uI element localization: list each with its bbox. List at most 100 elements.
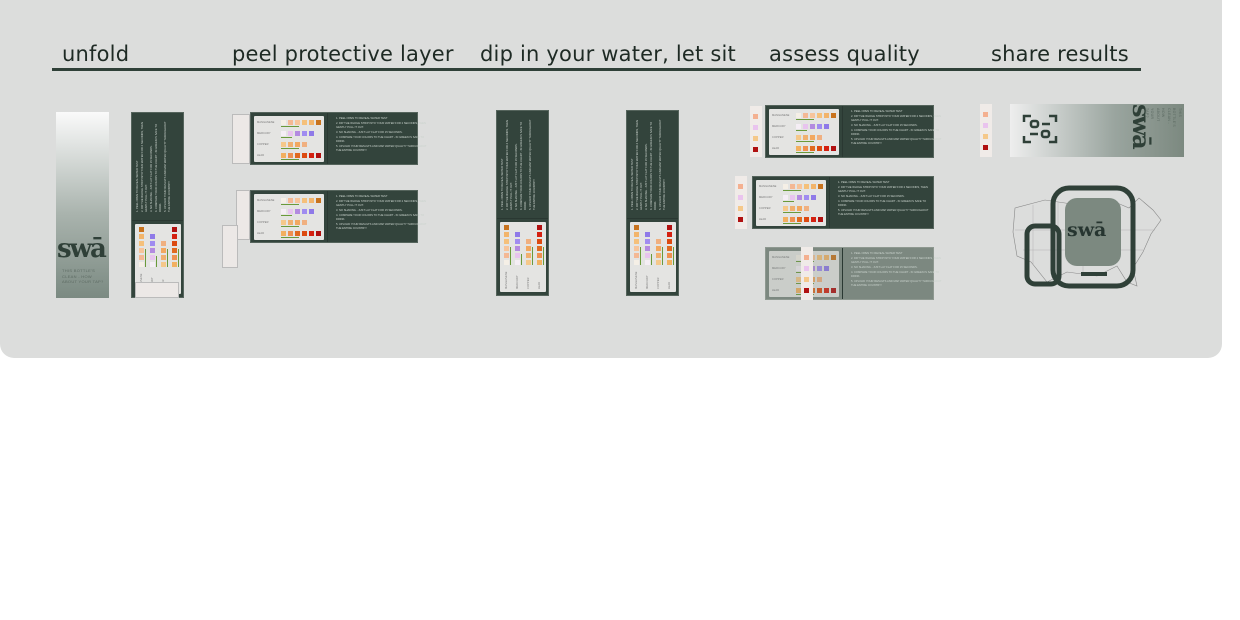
instructions: 1. PEEL OPEN TO REVEAL WATER TEST 2. DIP … xyxy=(336,195,431,232)
result-pad xyxy=(738,206,743,211)
color-swatch xyxy=(667,253,672,258)
tagline-line: ABOUT YOUR TAP? xyxy=(1145,108,1160,122)
safe-range-bar xyxy=(281,215,292,216)
color-swatch xyxy=(790,184,795,189)
phone-frame-icon xyxy=(1050,185,1136,289)
instruction-step: 1. PEEL OPEN TO REVEAL WATER TEST xyxy=(336,195,388,198)
tagline-line: THIS BOTTLE'S xyxy=(62,268,96,273)
instruction-step: 4. COMPARE YOUR COLORS TO THE CHART - IN… xyxy=(650,121,657,210)
safe-range-bar xyxy=(783,223,801,224)
color-swatch xyxy=(309,120,314,125)
step-title-unfold: unfold xyxy=(62,42,130,66)
color-swatch xyxy=(656,239,661,244)
result-pad xyxy=(983,112,988,117)
color-swatch xyxy=(645,246,650,251)
safe-range-bar xyxy=(521,254,522,265)
color-swatch xyxy=(139,248,144,253)
color-swatch xyxy=(634,253,639,258)
test-row: LEAD xyxy=(759,215,825,225)
color-swatch xyxy=(309,231,314,236)
color-swatch xyxy=(316,120,321,125)
instruction-step: 3. NO SHAKING - JUST LAY FLAT FOR 15 SEC… xyxy=(851,123,918,127)
test-label: MANGANESE xyxy=(772,256,790,259)
step-title-share: share results xyxy=(991,42,1129,66)
color-swatch xyxy=(281,198,286,203)
color-swatch xyxy=(504,253,509,258)
color-swatch xyxy=(797,217,802,222)
test-label: LEAD xyxy=(257,232,265,235)
color-swatch xyxy=(645,239,650,244)
safe-range-bar xyxy=(783,201,794,202)
test-strip xyxy=(750,106,762,157)
color-swatch xyxy=(796,124,801,129)
color-swatch xyxy=(161,255,166,260)
color-swatch xyxy=(811,184,816,189)
color-swatch xyxy=(797,184,802,189)
instruction-step: 5. UPLOAD YOUR RESULTS AND MAP WATER QUA… xyxy=(851,279,942,287)
instruction-step: 4. COMPARE YOUR COLORS TO THE CHART - IN… xyxy=(838,200,927,207)
color-swatch xyxy=(796,135,801,140)
color-swatch xyxy=(526,260,531,265)
color-swatch xyxy=(817,135,822,140)
color-swatch xyxy=(139,255,144,260)
test-label: LEAD xyxy=(772,147,780,150)
color-swatch xyxy=(796,288,801,293)
brand-logo-screen: swā xyxy=(1067,219,1106,241)
instruction-step: 4. COMPARE YOUR COLORS TO THE CHART - IN… xyxy=(851,271,940,278)
test-label: LEAD xyxy=(668,281,671,289)
color-swatch xyxy=(295,153,300,158)
instruction-step: 5. UPLOAD YOUR RESULTS AND MAP WATER QUA… xyxy=(336,144,427,152)
instruction-step: 2. DIP THE WHOLE STRIP INTO YOUR WATER F… xyxy=(336,200,426,207)
test-label: COPPER xyxy=(527,277,530,289)
color-swatch xyxy=(150,248,155,253)
color-swatch xyxy=(796,266,801,271)
safe-range-bar xyxy=(543,247,544,265)
instruction-step: 3. NO SHAKING - JUST LAY FLAT FOR 15 SEC… xyxy=(336,130,403,134)
color-swatch xyxy=(783,217,788,222)
color-swatch xyxy=(783,206,788,211)
instruction-step: 2. DIP THE WHOLE STRIP INTO YOUR WATER F… xyxy=(851,115,941,122)
instruction-step: 2. DIP THE WHOLE STRIP INTO YOUR WATER F… xyxy=(141,122,148,212)
color-swatch xyxy=(161,248,166,253)
color-swatch xyxy=(302,142,307,147)
share-card: swā THIS BOTTLE'S CLEAN - HOW ABOUT YOUR… xyxy=(1010,104,1184,157)
test-row: COPPER xyxy=(257,140,323,150)
color-swatch xyxy=(831,255,836,260)
safe-range-bar xyxy=(510,247,511,265)
qr-scan-icon xyxy=(1022,114,1058,144)
test-label: COPPER xyxy=(772,278,784,281)
color-swatch xyxy=(504,239,509,244)
test-label: MANGANESE xyxy=(759,185,777,188)
color-swatch xyxy=(504,246,509,251)
color-swatch xyxy=(302,131,307,136)
test-label: MERCURY xyxy=(772,125,786,128)
test-label: COPPER xyxy=(257,221,269,224)
test-label: MERCURY xyxy=(646,275,649,289)
us-map-upload-illustration: swā xyxy=(1012,185,1162,289)
test-row: MERCURY xyxy=(772,122,838,132)
instruction-step: 5. UPLOAD YOUR RESULTS AND MAP WATER QUA… xyxy=(528,119,536,211)
instruction-step: 4. COMPARE YOUR COLORS TO THE CHART - IN… xyxy=(336,136,425,143)
instruction-step: 5. UPLOAD YOUR RESULTS AND MAP WATER QUA… xyxy=(658,119,666,211)
color-swatch xyxy=(831,146,836,151)
safe-range-bar xyxy=(156,256,157,267)
safe-range-bar xyxy=(796,130,807,131)
instruction-step: 4. COMPARE YOUR COLORS TO THE CHART - IN… xyxy=(155,123,162,212)
instruction-step: 5. UPLOAD YOUR RESULTS AND MAP WATER QUA… xyxy=(163,121,171,213)
safe-range-bar xyxy=(281,204,299,205)
package-front: swā THIS BOTTLE'S CLEAN - HOW ABOUT YOUR… xyxy=(56,112,109,298)
phone-screen xyxy=(1065,198,1121,266)
safe-range-bar xyxy=(281,137,292,138)
color-swatch xyxy=(172,255,177,260)
color-swatch xyxy=(804,195,809,200)
